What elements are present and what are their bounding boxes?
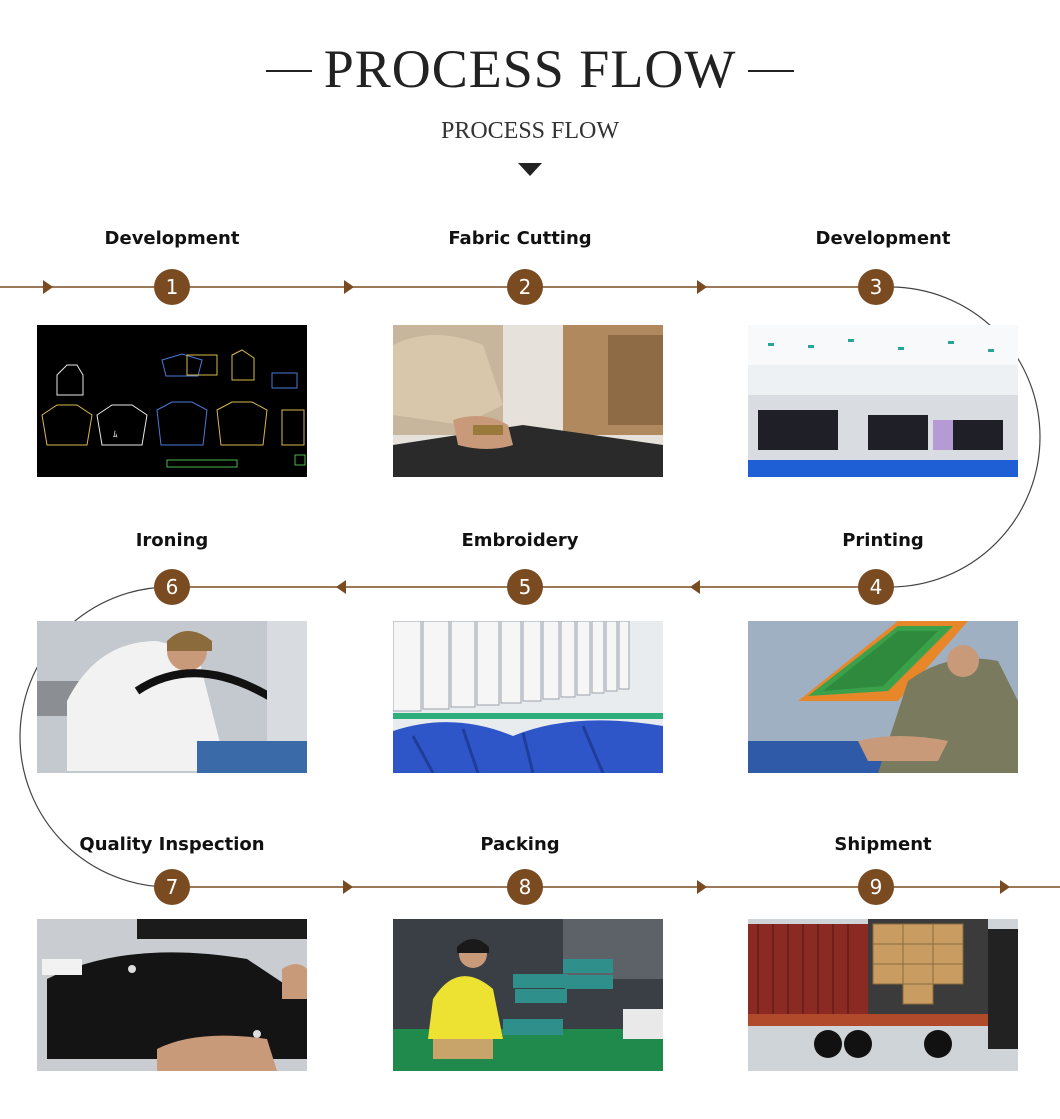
step-4-image [748, 621, 1018, 773]
step-8-number: 8 [507, 869, 543, 905]
title-right-rule [748, 69, 795, 72]
arrow-right-icon [43, 280, 53, 294]
step-3-number: 3 [858, 269, 894, 305]
right-curve [889, 286, 1041, 588]
page-title: PROCESS FLOW [0, 38, 1060, 100]
step-9-label: Shipment [834, 834, 932, 855]
step-8-label: Packing [480, 834, 560, 855]
step-7-number: 7 [154, 869, 190, 905]
step-5-label: Embroidery [461, 530, 579, 551]
step-4-label: Printing [842, 530, 924, 551]
arrow-left-icon [336, 580, 346, 594]
page-title-text: PROCESS FLOW [323, 39, 737, 99]
step-3-image [748, 325, 1018, 477]
step-6-label: Ironing [135, 530, 209, 551]
title-left-rule [265, 69, 312, 72]
arrow-right-icon [344, 280, 354, 294]
step-6-number: 6 [154, 569, 190, 605]
page-subtitle: PROCESS FLOW [440, 118, 620, 144]
left-curve [19, 586, 171, 888]
arrow-left-icon [690, 580, 700, 594]
step-1-image: ﾑ [37, 325, 307, 477]
step-3-label: Development [815, 228, 951, 249]
step-5-number: 5 [507, 569, 543, 605]
step-6-image [37, 621, 307, 773]
step-2-label: Fabric Cutting [448, 228, 592, 249]
step-8-image [393, 919, 663, 1071]
step-2-number: 2 [507, 269, 543, 305]
arrow-right-icon [697, 280, 707, 294]
down-triangle-icon [518, 163, 542, 176]
step-4-number: 4 [858, 569, 894, 605]
step-1-label: Development [104, 228, 240, 249]
step-5-image [393, 621, 663, 773]
svg-text:ﾑ: ﾑ [113, 430, 118, 440]
step-7-label: Quality Inspection [79, 834, 265, 855]
step-9-image [748, 919, 1018, 1071]
step-2-image [393, 325, 663, 477]
arrow-right-icon [343, 880, 353, 894]
arrow-right-icon [697, 880, 707, 894]
step-7-image [37, 919, 307, 1071]
step-1-number: 1 [154, 269, 190, 305]
arrow-right-icon [1000, 880, 1010, 894]
step-9-number: 9 [858, 869, 894, 905]
